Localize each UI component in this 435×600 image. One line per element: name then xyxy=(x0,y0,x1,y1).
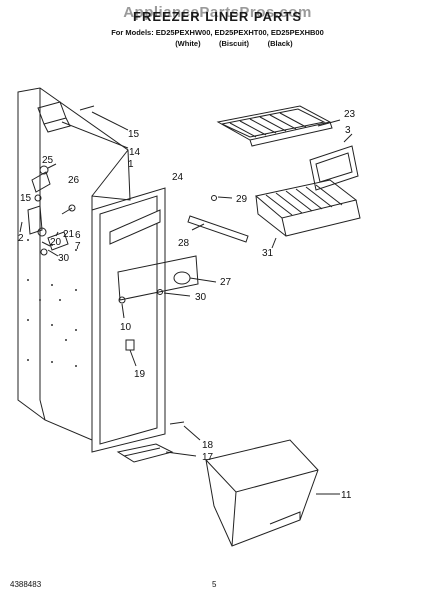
callout-30-right: 30 xyxy=(195,292,207,303)
callout-11: 11 xyxy=(341,490,352,501)
callout-14: 14 xyxy=(129,147,141,158)
wire-shelf-31 xyxy=(254,179,361,249)
grommet-10 xyxy=(118,296,126,319)
callout-7: 7 xyxy=(75,241,81,252)
callout-17: 17 xyxy=(202,452,214,463)
callout-6: 6 xyxy=(75,230,81,241)
callout-15-left: 15 xyxy=(20,193,32,204)
screw-29 xyxy=(211,195,233,201)
screw-15-top xyxy=(79,105,129,131)
watermark-logo: AppliancePartsPros.com xyxy=(123,4,312,21)
callout-31: 31 xyxy=(262,248,274,259)
callout-20: 20 xyxy=(50,237,62,248)
callout-21: 21 xyxy=(63,229,75,240)
callout-3: 3 xyxy=(345,125,351,136)
callout-29: 29 xyxy=(236,194,248,205)
light-socket-27 xyxy=(117,255,217,301)
freezer-liner xyxy=(17,87,131,441)
callout-24: 24 xyxy=(172,172,184,183)
callout-10: 10 xyxy=(120,322,132,333)
callout-labels: 1 3 6 7 10 11 14 15 15 17 18 19 20 21 2 … xyxy=(18,109,356,501)
callout-28: 28 xyxy=(178,238,190,249)
ice-bin-11 xyxy=(205,439,340,547)
page-title: FREEZER LINER PARTS xyxy=(133,9,302,24)
shelf-trim-3 xyxy=(309,133,359,191)
callout-26: 26 xyxy=(68,175,80,186)
shelf-support-28 xyxy=(187,215,249,243)
variant-black: (Black) xyxy=(267,39,293,48)
small-parts-cluster xyxy=(19,163,76,257)
callout-25: 25 xyxy=(42,155,54,166)
document-number: 4388483 xyxy=(10,580,42,589)
bottom-trim-17 xyxy=(116,443,197,463)
screw-18 xyxy=(169,421,201,441)
callout-1: 1 xyxy=(128,159,134,170)
clip-19 xyxy=(125,339,137,367)
top-bracket xyxy=(37,101,129,149)
shelf-23 xyxy=(216,105,341,147)
liner-front-panel xyxy=(91,187,166,453)
callout-19: 19 xyxy=(134,369,146,380)
callout-23: 23 xyxy=(344,109,356,120)
callout-15-top: 15 xyxy=(128,129,140,140)
callout-30-left: 30 xyxy=(58,253,70,264)
variant-white: (White) xyxy=(175,39,201,48)
screw-30-right xyxy=(157,289,191,297)
liner-holes xyxy=(27,239,77,367)
variant-biscuit: (Biscuit) xyxy=(219,39,249,48)
page-number: 5 xyxy=(212,580,217,589)
callout-18: 18 xyxy=(202,440,214,451)
models-line: For Models: ED25PEXHW00, ED25PEXHT00, ED… xyxy=(111,28,324,37)
callout-27: 27 xyxy=(220,277,232,288)
color-variants: (White) (Biscuit) (Black) xyxy=(164,39,304,48)
callout-2: 2 xyxy=(18,233,24,244)
